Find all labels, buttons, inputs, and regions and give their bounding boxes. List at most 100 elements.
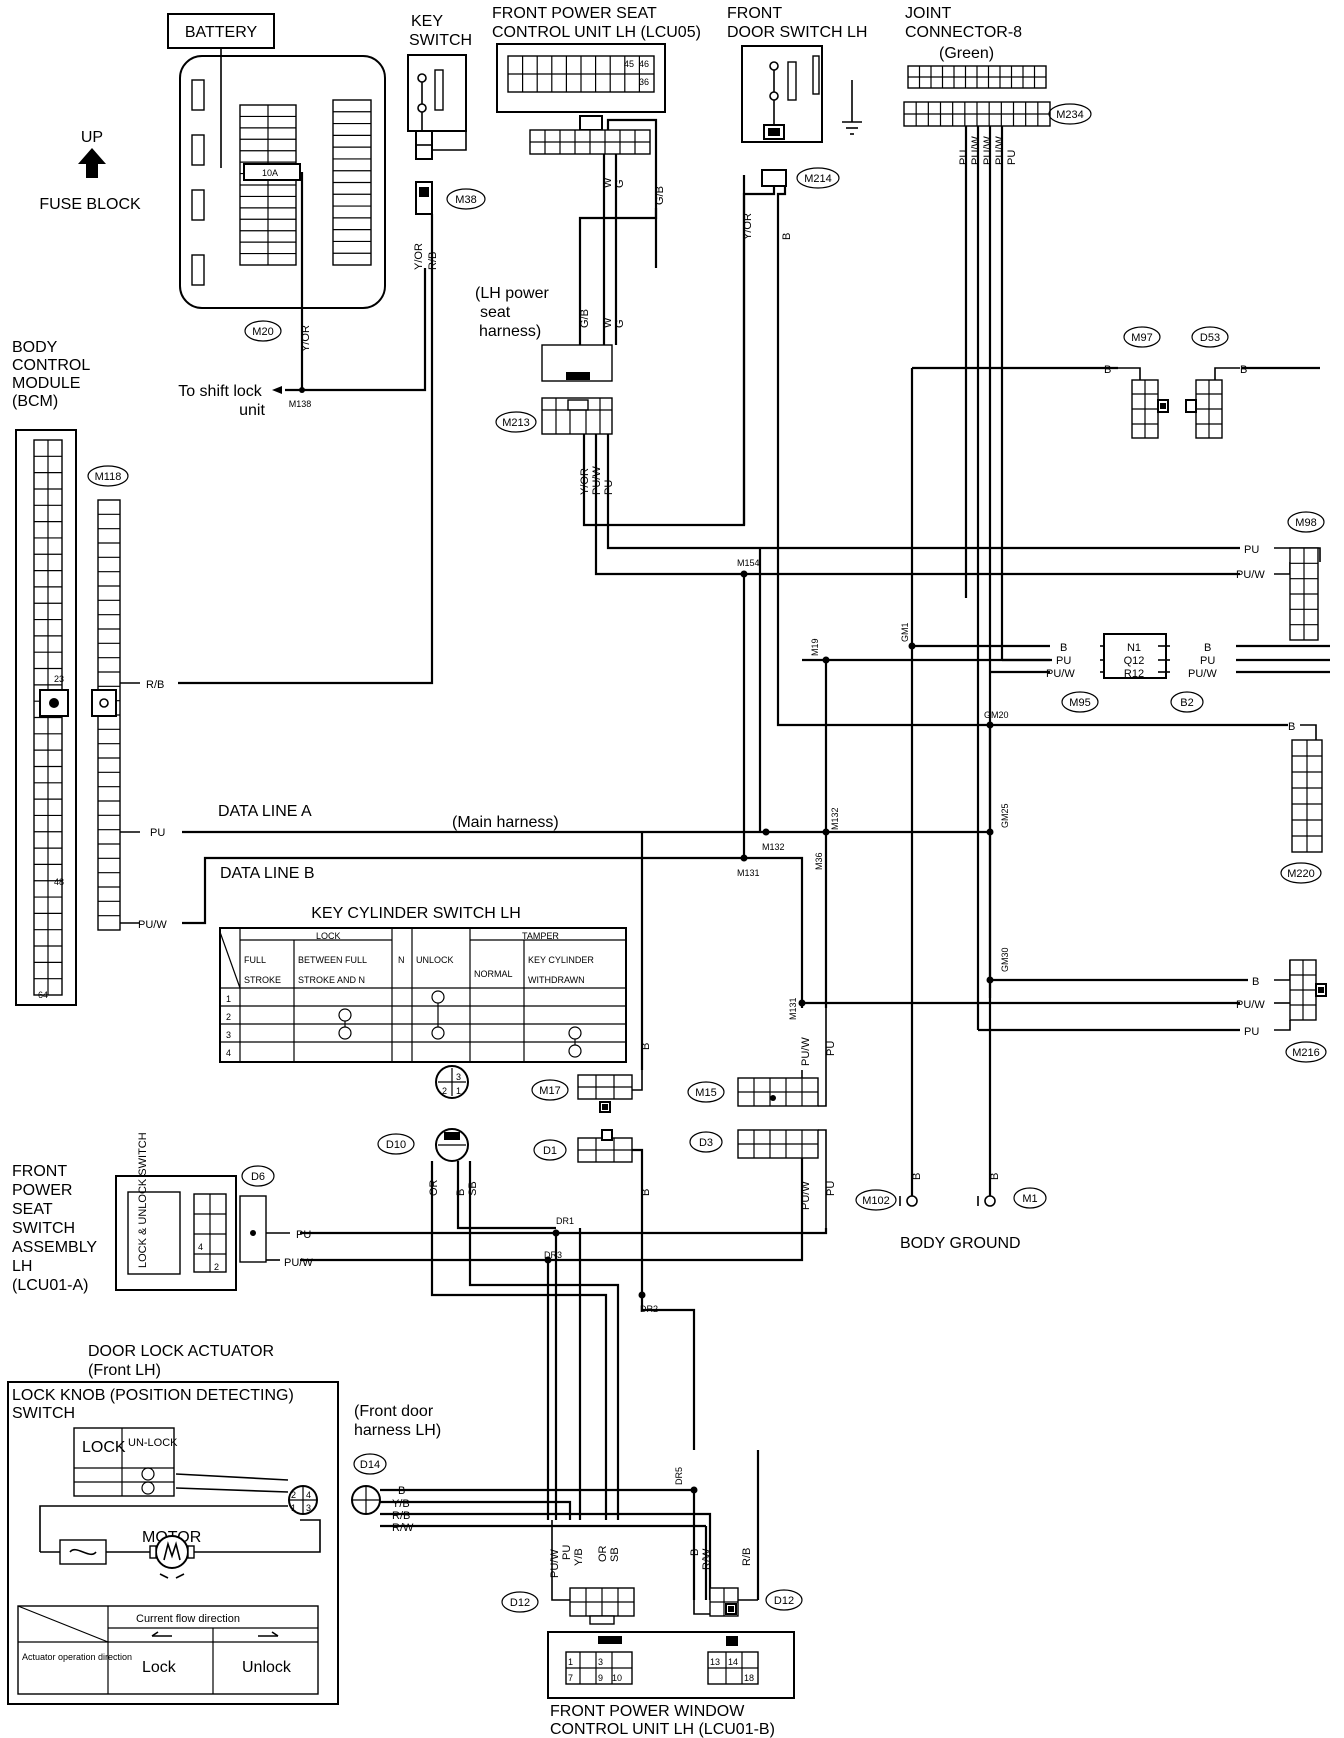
wire-pu-d6: PU (296, 1229, 311, 1241)
actuator-connector: 2 4 1 3 D14 (288, 1453, 387, 1515)
fuse-block: BATTERY 10A M20 (167, 13, 386, 342)
wire-b-m102: B (911, 1173, 923, 1180)
fuse-10a-label: 10A (262, 168, 278, 178)
kc-row-1: 1 (226, 994, 231, 1004)
connector-m17: M17 (539, 1085, 560, 1097)
wire-r-w-d12: R/W (701, 1548, 713, 1570)
splice-m19: M19 (810, 638, 820, 656)
d6-pin-4: 4 (198, 1242, 203, 1252)
unlock-word: Unlock (242, 1659, 292, 1676)
actuator-lock: LOCK (82, 1439, 126, 1456)
fps-switch-label-7: (LCU01-A) (12, 1277, 88, 1294)
key-switch-label-1: KEY (411, 13, 443, 30)
body-ground-label: BODY GROUND (900, 1235, 1021, 1252)
bcm-label-1: BODY (12, 339, 58, 356)
splice-dr5: DR5 (674, 1467, 684, 1485)
splice-m36: M36 (814, 852, 824, 870)
connector-m102: M102 (862, 1195, 890, 1207)
wire-w-2: W (602, 317, 614, 328)
door-switch-label-1: FRONT (727, 5, 782, 22)
connector-m216-body: M216 (1274, 959, 1327, 1063)
wire-w-1: W (602, 177, 614, 188)
connector-m15-body: M15 (687, 1008, 827, 1107)
bcm-label-3: MODULE (12, 375, 80, 392)
lh-harness-connector: M213 (495, 344, 613, 435)
jc-wire-pu-w-3: PU/W (994, 136, 1006, 165)
fps-harness-connector (529, 115, 651, 155)
connector-m97: M97 (1131, 332, 1152, 344)
jc-wire-pu-2: PU (1006, 150, 1018, 165)
connector-d12-left: D12 (510, 1597, 530, 1609)
front-door-harness-label-1: (Front door (354, 1403, 434, 1420)
connector-d1: D1 (543, 1145, 557, 1157)
wire-b-m97: B (1104, 364, 1111, 376)
key-cylinder-table: LOCK TAMPER FULL STROKE BETWEEN FULL STR… (219, 927, 627, 1063)
data-line-a: DATA LINE A (218, 803, 312, 820)
wire-g-1: G (614, 179, 626, 188)
connector-m95-b2: N1 Q12 R12 M95 B2 (1061, 633, 1204, 713)
pin-45: 45 (624, 59, 634, 69)
kc-normal: NORMAL (474, 969, 513, 979)
actuator-label-2: (Front LH) (88, 1362, 161, 1379)
splice-gm30: GM30 (1000, 947, 1010, 972)
pin-36: 36 (639, 77, 649, 87)
splice-gm25: GM25 (1000, 803, 1010, 828)
wire-sb-d12: SB (609, 1547, 621, 1562)
wire-g-b-2: G/B (579, 309, 591, 328)
d10-pin-3: 3 (456, 1072, 461, 1082)
wire-y-b-d14: Y/B (392, 1498, 410, 1510)
fps-switch-label-4: SWITCH (12, 1220, 75, 1237)
actuator-op-label: Actuator operation direction (22, 1652, 132, 1662)
connector-d12-right: D12 (774, 1595, 794, 1607)
fps-switch-label-1: FRONT (12, 1163, 67, 1180)
connector-m95: M95 (1069, 697, 1090, 709)
key-switch: M38 (407, 54, 486, 215)
connector-m98: M98 (1295, 517, 1316, 529)
wire-pu-w-b2: PU/W (1188, 668, 1217, 680)
splice-gm20: GM20 (984, 710, 1009, 720)
wire-b-b2: B (1204, 642, 1211, 654)
wire-pu-w-bcm: PU/W (138, 919, 167, 931)
connector-m20: M20 (252, 326, 273, 338)
knob-label-1: LOCK KNOB (POSITION DETECTING) (12, 1387, 294, 1404)
kc-lock: LOCK (316, 931, 341, 941)
lock-word: Lock (142, 1659, 177, 1676)
fps-unit-label-1: FRONT POWER SEAT (492, 5, 657, 22)
wire-b-d1: B (640, 1189, 652, 1196)
bcm-connector: 23 48 64 M118 (15, 429, 129, 1006)
wire-r-b-d12: R/B (741, 1548, 753, 1566)
wire-pu-w-d12: PU/W (549, 1549, 561, 1578)
wire-r-b-d14: R/B (392, 1510, 410, 1522)
wire-b-d10: B (455, 1189, 467, 1196)
pw-pin-10: 10 (612, 1673, 622, 1683)
door-lock-actuator: LOCK KNOB (POSITION DETECTING) SWITCH LO… (7, 1381, 339, 1705)
kc-between-1: BETWEEN FULL (298, 955, 367, 965)
connector-d1-body: D1 (533, 1129, 633, 1163)
d10-pin-1: 1 (456, 1086, 461, 1096)
splice-m131-b: M131 (788, 997, 798, 1020)
wire-pu-b2: PU (1200, 655, 1215, 667)
connector-d3: D3 (699, 1137, 713, 1149)
jc-label-3: (Green) (939, 45, 994, 62)
wire-r-w-d14: R/W (392, 1522, 414, 1534)
splice-dr1: DR1 (556, 1216, 574, 1226)
wire-pu-m98: PU (1244, 544, 1259, 556)
connector-d6: D6 (251, 1171, 265, 1183)
current-flow-label: Current flow direction (136, 1613, 240, 1625)
arrow-shift-lock-icon (272, 386, 282, 394)
kc-between-2: STROKE AND N (298, 975, 365, 985)
kc-full-2: STROKE (244, 975, 281, 985)
pw-unit-label-2: CONTROL UNIT LH (LCU01-B) (550, 1721, 775, 1738)
door-switch-label-2: DOOR SWITCH LH (727, 24, 867, 41)
connector-m118: M118 (95, 471, 122, 483)
splice-m154: M154 (737, 558, 760, 568)
actuator-label-1: DOOR LOCK ACTUATOR (88, 1343, 274, 1360)
wire-b-m216: B (1252, 976, 1259, 988)
pin-n1: N1 (1127, 642, 1141, 654)
wire-r-b-2: R/B (146, 679, 164, 691)
d14-pin-3: 3 (306, 1503, 311, 1513)
wire-b-m17: B (640, 1043, 652, 1050)
connector-m216: M216 (1292, 1047, 1320, 1059)
pin-46: 46 (639, 59, 649, 69)
